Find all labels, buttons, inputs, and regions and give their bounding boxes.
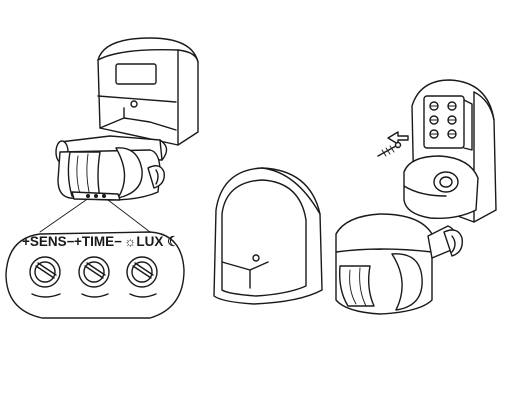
dial-label-lux: ☼LUX ☾ — [124, 234, 179, 249]
dial-label-time: +TIME− — [74, 234, 122, 249]
dial-label-sens: +SENS− — [22, 234, 75, 249]
assembled-sensor — [39, 37, 199, 233]
lux-dial — [126, 256, 158, 298]
sens-dial — [29, 256, 61, 298]
top-cover — [213, 167, 323, 305]
terminal-block — [423, 95, 473, 151]
time-dial — [78, 256, 110, 298]
mounting-base — [377, 79, 497, 223]
sensor-head — [335, 213, 463, 315]
dial-panel: +SENS− +TIME− ☼LUX ☾ — [5, 231, 185, 319]
screw-icon — [377, 141, 402, 157]
